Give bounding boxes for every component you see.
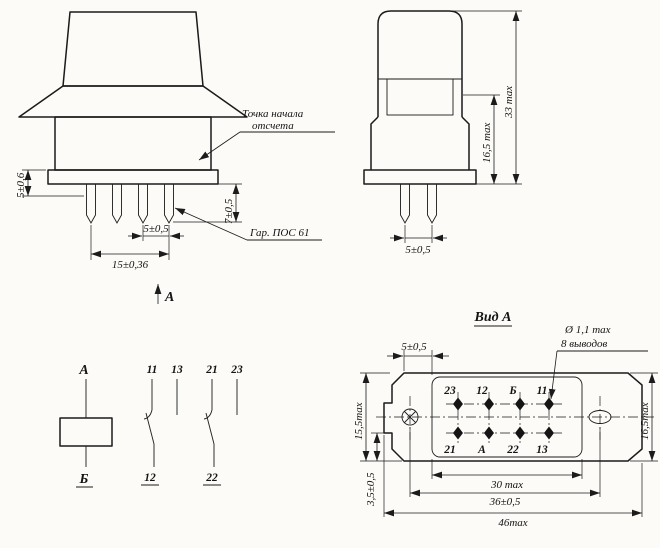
dim-pin-span: 15±0,36 — [90, 225, 169, 271]
pin-label-11: 11 — [537, 385, 548, 397]
dim-pin-span-label: 15±0,36 — [112, 259, 149, 271]
coil-terminal-a-label: А — [78, 363, 88, 378]
dim-total-height: 33 max — [452, 10, 522, 184]
callout-pin-diameter-line1: Ø 1,1 max — [564, 324, 611, 336]
callout-pin-diameter-line2: 8 выводов — [561, 338, 608, 350]
relay-pins-side — [400, 183, 437, 224]
pin-label-12: 12 — [476, 385, 488, 397]
dim-pin-pitch-front: 5±0,5 — [128, 223, 184, 260]
front-view: 5±0,6 7±0,5 5±0,5 15±0,36 Точка начала — [15, 11, 335, 305]
relay-base-plate-side — [363, 169, 477, 185]
base-plate-outline — [383, 372, 643, 462]
callout-reference-line1: Точка начала — [242, 108, 304, 120]
pin-label-22: 22 — [506, 444, 519, 456]
relay-body-front — [54, 116, 212, 171]
contact-group-1: 11 13 12 — [141, 364, 183, 486]
dim-hole-offset-label: 5±0,5 — [401, 341, 427, 353]
view-direction-arrow: А — [154, 284, 174, 305]
pin-label-a: А — [477, 444, 486, 456]
mounting-hole-right — [588, 410, 612, 424]
dim-edge-offset: 3,5±0,5 — [365, 432, 384, 507]
relay-cap-front — [62, 11, 204, 87]
contact-21-label: 21 — [205, 364, 218, 376]
pin-labels: 23 12 Б 11 21 А 22 13 — [443, 385, 548, 456]
contact-13-label: 13 — [171, 364, 183, 376]
bottom-view: Вид А — [353, 310, 658, 529]
callout-reference-point: Точка начала отсчета — [198, 108, 335, 161]
dim-right-width: 16,5max — [630, 372, 658, 462]
dim-pin-pitch-side-label: 5±0,5 — [405, 244, 431, 256]
dim-hole-distance: 36±0,5 — [409, 427, 601, 508]
cap-window-side — [386, 78, 454, 116]
dim-pin-field-width: 30 max — [431, 459, 583, 491]
coil-terminal-b-label: Б — [79, 472, 89, 487]
dim-front-left: 5±0,6 — [15, 169, 84, 198]
coil-symbol — [59, 417, 113, 447]
dim-total-length: 46max — [383, 435, 643, 529]
relay-skirt-front — [18, 85, 248, 118]
mounting-hole-left — [401, 408, 419, 426]
callout-solder: Гар. ПОС 61 — [174, 207, 322, 241]
relay-cap-side — [377, 10, 463, 117]
bottom-view-title: Вид А — [474, 310, 512, 325]
contact-11-label: 11 — [147, 364, 158, 376]
callout-reference-line2: отсчета — [252, 120, 294, 132]
contact-23-label: 23 — [230, 364, 243, 376]
relay-base-plate-front — [47, 169, 219, 185]
side-view: 16,5 max 33 max 5±0,5 — [363, 10, 522, 256]
schematic: А Б 11 13 12 21 23 22 — [59, 363, 243, 488]
dim-base-height: 16,5 max — [463, 94, 522, 185]
contact-22-label: 22 — [205, 472, 218, 484]
contact-group-2: 21 23 22 — [203, 364, 243, 486]
dim-edge-offset-label: 3,5±0,5 — [365, 472, 377, 507]
dim-hole-offset: 5±0,5 — [387, 341, 449, 375]
dim-pin-pitch-side: 5±0,5 — [390, 225, 447, 256]
pin-label-b: Б — [508, 385, 516, 397]
dim-total-height-label: 33 max — [503, 86, 515, 119]
dim-left-width-label: 15,5max — [353, 402, 365, 440]
dim-front-left-label: 5±0,6 — [15, 172, 27, 198]
callout-pin-diameter: Ø 1,1 max 8 выводов — [548, 324, 648, 400]
dim-pin-field-width-label: 30 max — [490, 479, 523, 491]
dim-left-width: 15,5max — [353, 372, 402, 462]
dim-right-width-label: 16,5max — [639, 402, 651, 440]
pin-label-13: 13 — [536, 444, 548, 456]
pin-label-21: 21 — [443, 444, 456, 456]
callout-solder-label: Гар. ПОС 61 — [249, 227, 309, 239]
dim-base-height-label: 16,5 max — [481, 123, 493, 163]
dim-pin-pitch-front-label: 5±0,5 — [143, 223, 169, 235]
view-arrow-label: А — [164, 290, 174, 305]
dim-hole-distance-label: 36±0,5 — [489, 496, 521, 508]
contact-12-label: 12 — [144, 472, 156, 484]
relay-pins-front — [86, 183, 174, 224]
relay-body-side — [370, 116, 470, 170]
dim-pin-length: 7±0,5 — [173, 183, 242, 224]
pin-field — [453, 397, 554, 440]
pin-label-23: 23 — [443, 385, 456, 397]
dim-total-length-label: 46max — [498, 517, 527, 529]
dim-pin-length-label: 7±0,5 — [223, 198, 235, 224]
